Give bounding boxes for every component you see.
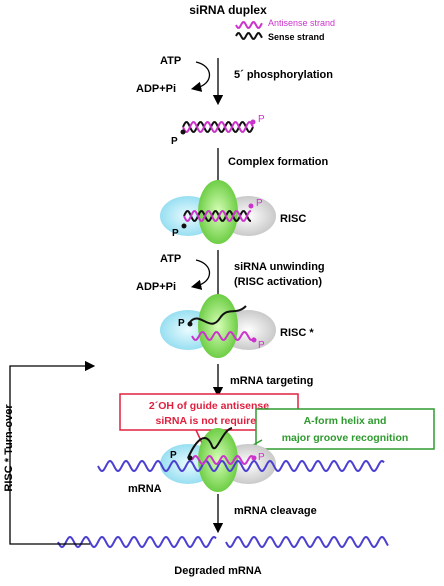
step-targeting-label: mRNA targeting: [230, 375, 313, 387]
degraded-mrna-fragment-left: [57, 535, 217, 549]
adp-label-2: ADP+Pi: [136, 281, 176, 293]
risc-phosphate-left: [181, 223, 187, 229]
atp-label-1: ATP: [160, 55, 181, 67]
target-phosphate-left: [187, 455, 193, 461]
active-risc-p-right: P: [258, 340, 265, 351]
target-mrna-strand: [97, 459, 385, 473]
turnover-loop-arrow: [9, 360, 96, 545]
aform-callout-box: [255, 408, 435, 450]
legend-antisense-label: Antisense strand: [268, 18, 335, 28]
mrna-label: mRNA: [128, 483, 162, 495]
legend-antisense-strand: [235, 21, 263, 29]
degraded-mrna-fragment-right: [225, 535, 389, 549]
diagram-title: siRNA duplex: [189, 3, 267, 17]
cofactor-arc-1: [190, 61, 211, 92]
step-complex-label: Complex formation: [228, 156, 329, 168]
legend-sense-strand: [235, 32, 263, 40]
aform-callout-line-1: A-form helix and: [304, 415, 387, 427]
active-risc-p-left: P: [178, 318, 185, 329]
step-phosphorylation-label: 5´ phosphorylation: [234, 69, 333, 81]
atp-label-2: ATP: [160, 253, 181, 265]
risc-phosphate-right: [248, 203, 254, 209]
step-unwinding-label-2: (RISC activation): [234, 276, 322, 288]
target-risc-green-protein: [198, 428, 238, 492]
risc-label: RISC: [280, 213, 306, 225]
target-released-strand: [187, 427, 233, 459]
active-risc-label: RISC *: [280, 327, 314, 339]
oh-callout-line-2: siRNA is not required: [156, 415, 263, 427]
target-p-right: P: [258, 452, 265, 463]
active-risc-antisense-strand: [191, 331, 255, 341]
turnover-label: RISC * Turn-over: [3, 404, 15, 492]
risc-p-right: P: [256, 198, 263, 209]
aform-callout-line-2: major groove recognition: [282, 432, 409, 444]
phosphate-label-right: P: [258, 114, 265, 125]
phosphate-dot-right: [250, 119, 256, 125]
released-sense-strand: [189, 305, 247, 325]
step-cleavage-label: mRNA cleavage: [234, 505, 317, 517]
active-risc-green-protein: [198, 294, 238, 358]
target-phosphate-right: [251, 455, 257, 461]
phosphate-dot-left: [180, 129, 186, 135]
phosphate-label-left: P: [171, 136, 178, 147]
step-unwinding-label-1: siRNA unwinding: [234, 261, 325, 273]
legend-sense-label: Sense strand: [268, 32, 325, 42]
target-guide-strand: [191, 455, 255, 465]
cofactor-arc-2: [190, 259, 211, 290]
degraded-mrna-label: Degraded mRNA: [174, 565, 261, 577]
adp-label-1: ADP+Pi: [136, 83, 176, 95]
risc-p-left: P: [172, 228, 179, 239]
active-risc-phosphate-right: [251, 337, 257, 343]
risc-antisense-strand: [183, 210, 251, 222]
target-p-left: P: [170, 450, 177, 461]
oh-callout-line-1: 2´OH of guide antisense: [149, 400, 269, 412]
phosphorylated-antisense-strand: [182, 121, 254, 133]
active-risc-phosphate-left: [187, 321, 193, 327]
